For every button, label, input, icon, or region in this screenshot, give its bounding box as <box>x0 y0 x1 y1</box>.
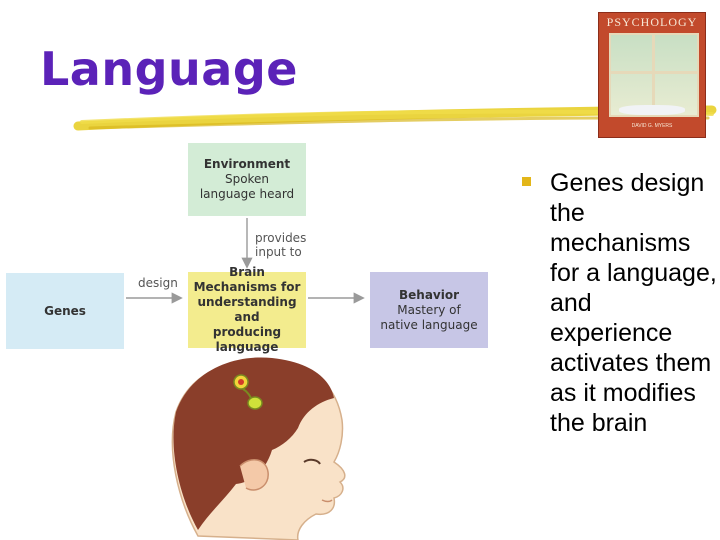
behavior-line-2: native language <box>380 317 478 332</box>
provides-label-line-2: input to <box>255 245 302 259</box>
environment-line-2: language heard <box>199 187 295 201</box>
genes-heading: Genes <box>44 303 86 318</box>
brain-line-1: Mechanisms for <box>193 280 301 294</box>
environment-box: Environment Spoken language heard <box>188 143 306 216</box>
book-cover-title: PSYCHOLOGY <box>606 15 698 29</box>
environment-heading: Environment <box>203 157 291 171</box>
bullet-marker-icon <box>522 177 531 186</box>
slide-title: Language <box>40 42 298 96</box>
brain-line-3: producing language <box>212 325 282 354</box>
brain-line-2: understanding and <box>197 295 297 324</box>
behavior-line-1: Mastery of <box>397 302 461 317</box>
behavior-box: Behavior Mastery of native language <box>370 272 488 348</box>
book-window-illustration <box>609 33 699 117</box>
brain-heading: Brain <box>229 265 265 279</box>
book-cover-author: DAVID G. MYERS <box>631 123 673 129</box>
behavior-heading: Behavior <box>398 287 460 302</box>
bullet-list: Genes design the mechanisms for a langua… <box>522 168 718 438</box>
textbook-cover-image: PSYCHOLOGY DAVID G. MYERS <box>598 12 706 138</box>
environment-line-1: Spoken <box>224 172 270 186</box>
genes-box: Genes <box>6 273 124 349</box>
provides-label-line-1: provides <box>255 231 307 245</box>
provides-input-label: provides input to <box>255 231 306 259</box>
book-table-illustration <box>619 105 685 115</box>
brain-box: Brain Mechanisms for understanding and p… <box>188 265 306 354</box>
bullet-text: Genes design the mechanisms for a langua… <box>550 169 717 437</box>
design-label: design <box>138 276 178 290</box>
